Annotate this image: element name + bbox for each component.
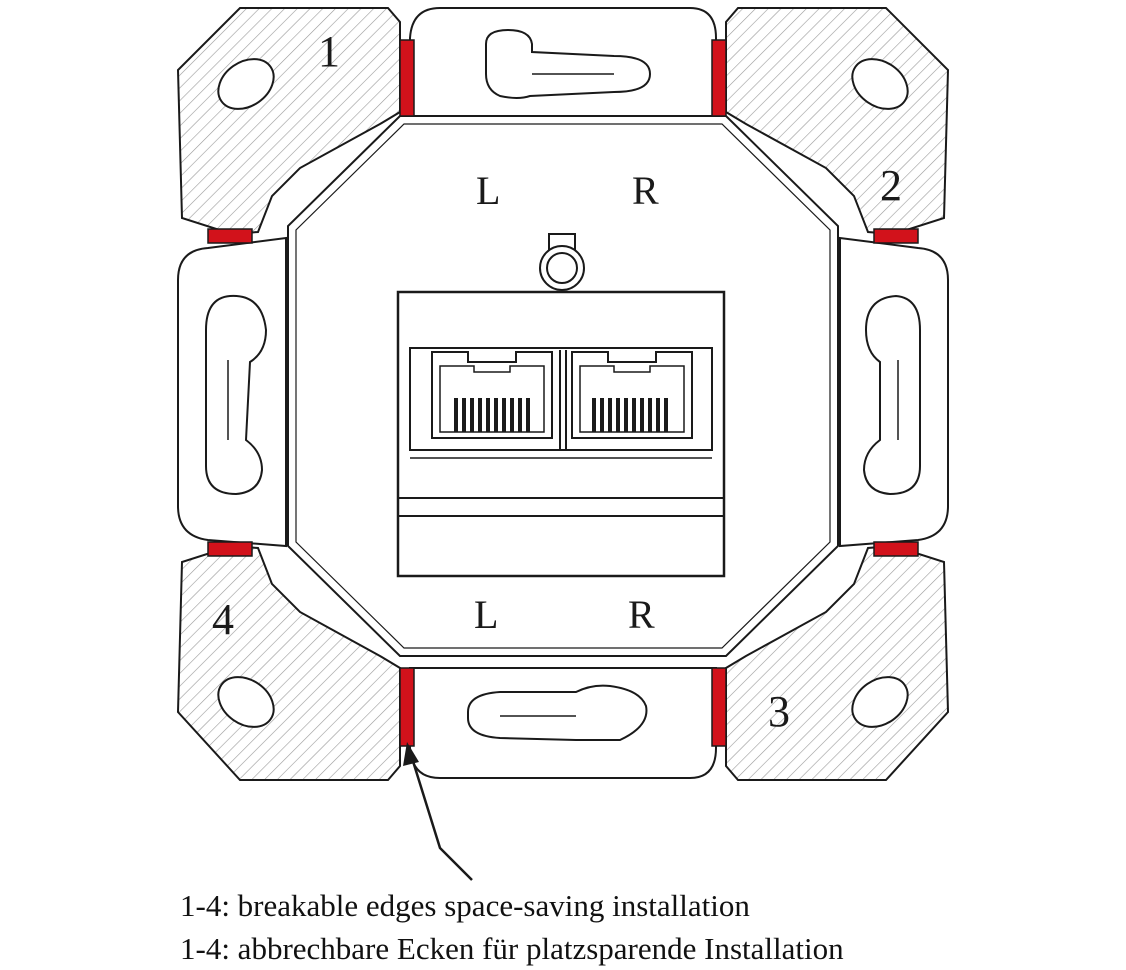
mount-tab-left (177, 236, 287, 548)
port-label-top-left: L (476, 168, 500, 213)
break-marker (207, 228, 253, 244)
port-label-top-right: R (632, 168, 659, 213)
corner-tab-2 (725, 7, 950, 236)
port-label-bottom-right: R (628, 592, 655, 637)
contact-pins (592, 398, 668, 432)
caption-english: 1-4: breakable edges space-saving instal… (180, 888, 750, 923)
caption-german: 1-4: abbrechbare Ecken für platzsparende… (180, 931, 844, 966)
corner-tab-1 (176, 7, 401, 236)
rj45-port-right (571, 351, 693, 439)
corner-label-1: 1 (318, 27, 340, 76)
contact-pins (454, 398, 530, 432)
break-marker (711, 667, 727, 747)
corner-label-4: 4 (212, 595, 234, 644)
mount-tab-right (839, 236, 949, 548)
corner-tab-4 (176, 544, 401, 781)
break-marker (873, 541, 919, 557)
break-marker (873, 228, 919, 244)
port-label-bottom-left: L (474, 592, 498, 637)
break-marker (399, 39, 415, 117)
mount-tab-top (409, 7, 717, 119)
corner-tab-3 (725, 544, 950, 781)
rj45-port-left (431, 351, 553, 439)
corner-label-3: 3 (768, 687, 790, 736)
screw-icon (539, 233, 585, 291)
pointer-arrow (403, 742, 473, 881)
break-marker (207, 541, 253, 557)
break-marker (711, 39, 727, 117)
break-marker (399, 667, 415, 747)
mount-tab-bottom (409, 667, 717, 779)
corner-label-2: 2 (880, 161, 902, 210)
